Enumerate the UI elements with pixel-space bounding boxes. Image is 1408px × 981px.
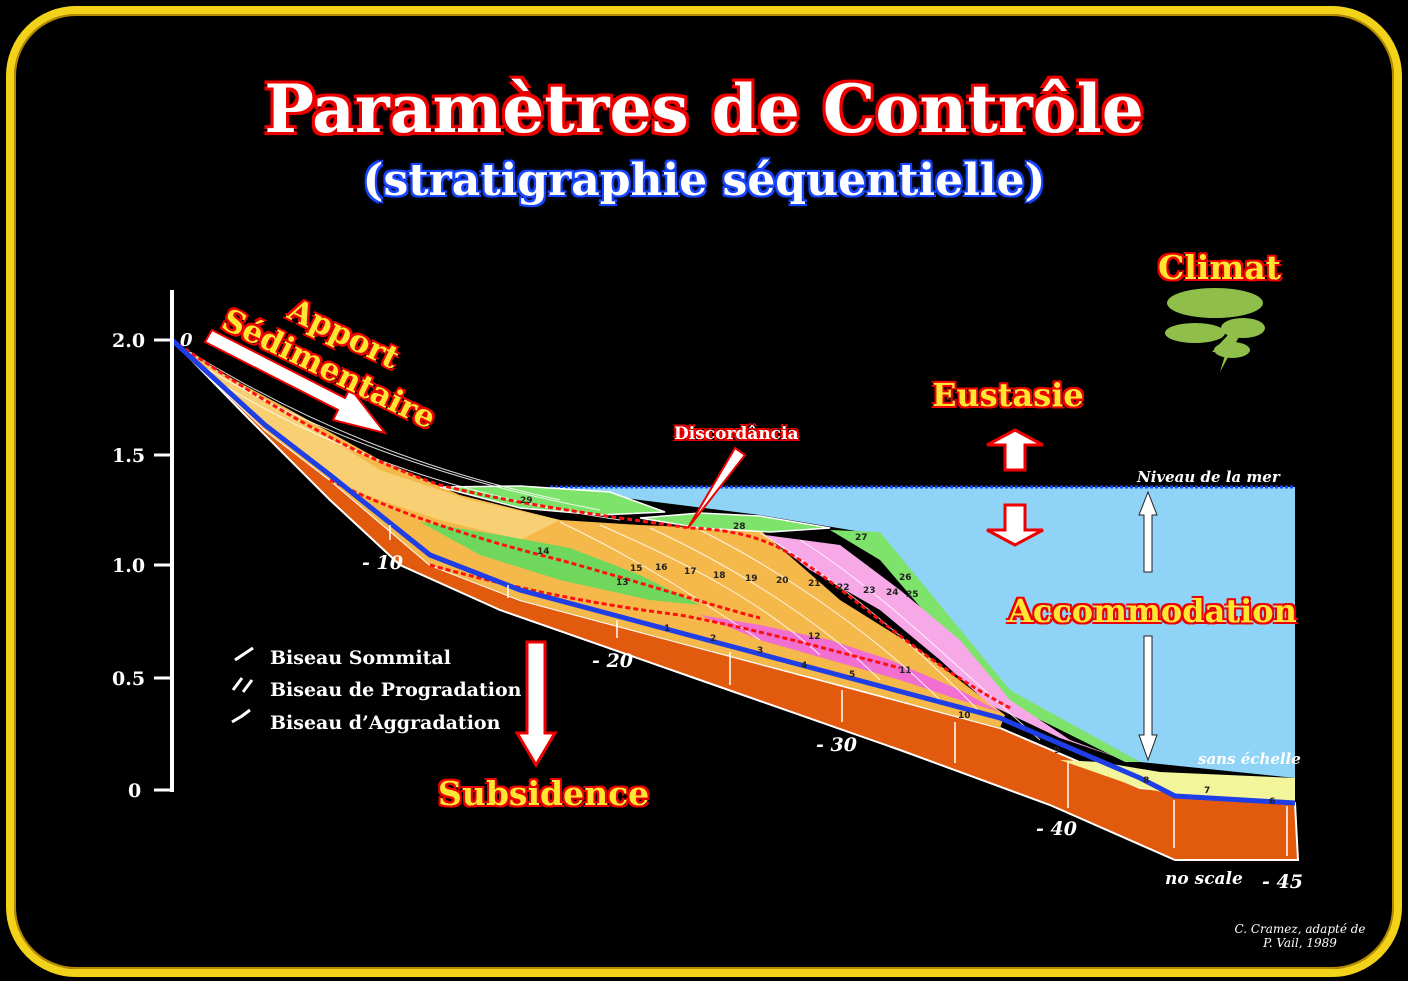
credit-line: P. Vail, 1989 (1263, 936, 1337, 950)
page-title: Paramètres de Contrôle (264, 70, 1144, 148)
unit-number: 10 (958, 711, 971, 721)
unit-number: 4 (801, 661, 808, 671)
eustasie-label: Eustasie (932, 376, 1084, 414)
credit: C. Cramez, adapté de P. Vail, 1989 (1210, 922, 1390, 950)
discordance-label: Discordância (674, 424, 799, 444)
unit-number: 7 (1204, 786, 1211, 796)
unit-number: 26 (899, 573, 912, 583)
sans-echelle-label: sans échelle (1198, 750, 1301, 768)
cloud-icon (1165, 288, 1265, 372)
red-unconformity-upper (171, 338, 1011, 710)
y-tick: 1.0 (112, 555, 146, 577)
unit-number: 12 (808, 632, 821, 642)
unit-number: 19 (745, 574, 758, 584)
unit-number: 16 (655, 563, 668, 573)
y-tick: 1.5 (112, 445, 146, 467)
unit-number: 24 (886, 588, 899, 598)
sea-body (550, 487, 1295, 778)
legend-icons (231, 646, 254, 724)
unit-number: 17 (684, 567, 697, 577)
unit-number: 23 (863, 586, 876, 596)
eustasie-up-arrow (986, 428, 1044, 472)
y-tick: 0 (128, 780, 142, 802)
legend-item: Biseau de Progradation (270, 679, 522, 701)
unit-number: 21 (808, 579, 821, 589)
no-scale-label: no scale (1165, 869, 1243, 889)
unit-number: 11 (899, 666, 912, 676)
credit-line: C. Cramez, adapté de (1234, 922, 1366, 936)
unit-number: 18 (713, 571, 726, 581)
unit-number: 20 (776, 576, 789, 586)
depth-label: 0 (180, 330, 193, 351)
subsidence-arrow (514, 640, 558, 768)
sea-level-label: Niveau de la mer (1137, 468, 1280, 486)
unit-number: 22 (837, 583, 850, 593)
unit-number: 5 (849, 670, 856, 680)
unit-number: 6 (1269, 797, 1276, 807)
green-unit-27 (830, 530, 1140, 762)
legend-item: Biseau d’Aggradation (270, 712, 501, 734)
climat-label: Climat (1158, 248, 1281, 287)
accommodation-arrow-bottom (1138, 635, 1158, 762)
y-axis-ticks-marks (154, 338, 172, 792)
orange-band (200, 360, 560, 540)
unit-number: 15 (630, 564, 643, 574)
legend-item: Biseau Sommital (270, 647, 451, 669)
subsidence-arrows (389, 525, 1288, 856)
page-subtitle: (stratigraphie séquentielle) (362, 155, 1046, 206)
accommodation-label: Accommodation (1008, 592, 1297, 630)
unit-number: 29 (520, 496, 533, 506)
sediment-supply-arrow (203, 328, 388, 435)
depth-label: - 40 (1036, 818, 1077, 840)
unit-number: 13 (616, 578, 629, 588)
orange-wedge (172, 340, 1005, 728)
depth-label: - 30 (816, 734, 857, 756)
unit-number: 14 (537, 547, 550, 557)
unit-number: 3 (757, 646, 764, 656)
subsidence-label: Subsidence (438, 774, 650, 813)
pink-wedge (765, 535, 1125, 760)
pink-wedge-12 (700, 615, 1000, 712)
green-unit-14 (420, 522, 700, 605)
discordance-pointer (687, 446, 747, 529)
y-tick: 2.0 (112, 330, 146, 352)
y-tick: 0.5 (112, 668, 146, 690)
depth-label: - 45 (1262, 871, 1303, 893)
strata-lines (189, 351, 1041, 741)
unit-number: 1 (664, 624, 671, 634)
eustasie-down-arrow (986, 503, 1044, 547)
blue-line (170, 338, 1296, 806)
unit-number: 27 (855, 533, 868, 543)
depth-label: - 20 (592, 650, 633, 672)
unit-number: 25 (906, 590, 919, 600)
unit-number: 9 (1054, 746, 1061, 756)
accommodation-arrow-top (1138, 490, 1158, 573)
unit-number: 2 (710, 634, 717, 644)
unit-number: 8 (1143, 776, 1150, 786)
unit-number: 28 (733, 522, 746, 532)
red-unconformity-middle (329, 478, 761, 620)
depth-label: - 10 (362, 552, 403, 574)
